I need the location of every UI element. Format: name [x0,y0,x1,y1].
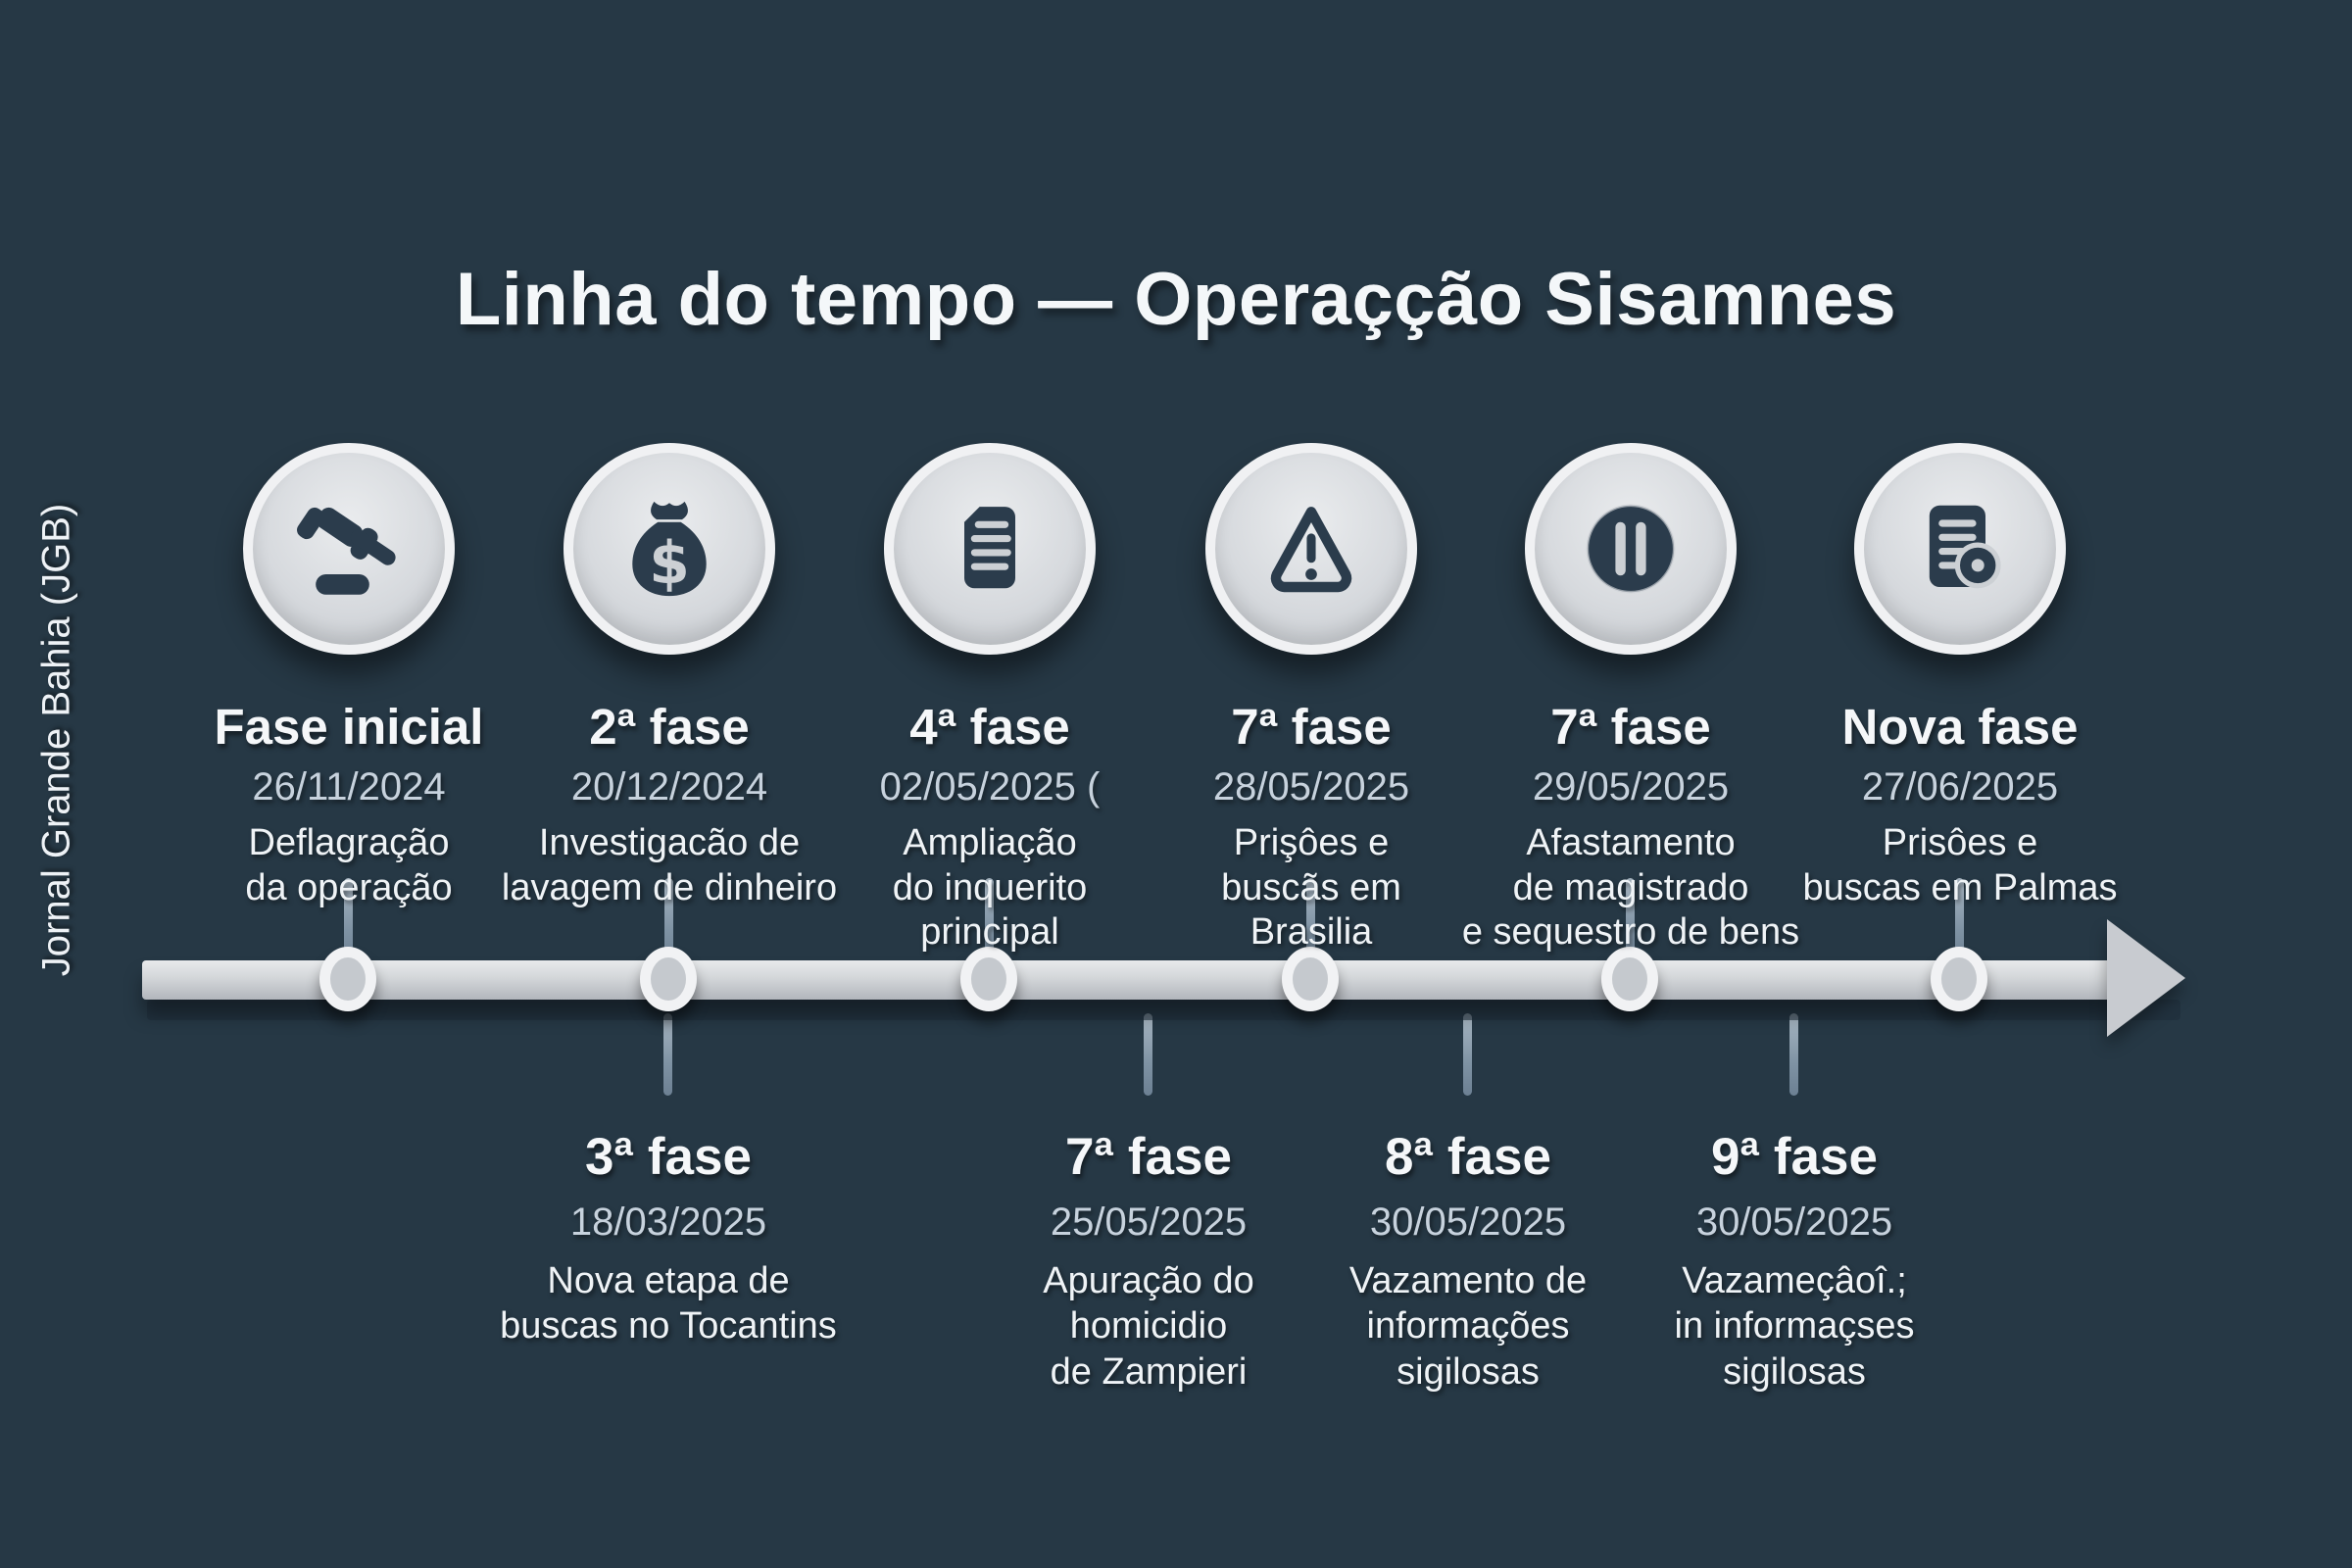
phase-title: 9ª fase [1711,1128,1878,1186]
timeline-node [319,947,376,1011]
connector-up [985,878,994,964]
document-icon [884,443,1096,655]
source-credit: Jornal Grande Bahia (JGB) [34,503,78,977]
connector-up [1306,878,1315,964]
connector-up [344,878,353,964]
warning-icon [1205,443,1417,655]
page-title: Linha do tempo — Operaçção Sisamnes [455,258,1897,341]
phase-title: 8ª fase [1385,1128,1551,1186]
phase-title: 7ª fase [1550,699,1711,755]
timeline-node [1282,947,1339,1011]
phase-item-bottom-1: 3ª fase 18/03/2025 Nova etapa de buscas … [453,1127,884,1349]
phase-description: Afastamento de magistrado e sequestro de… [1461,822,1800,954]
phase-item-top-6: Nova fase 27/06/2025 Prisôes e buscas em… [1764,443,2156,910]
phase-date: 20/12/2024 [570,765,768,808]
svg-text:$: $ [649,529,690,598]
phase-description: Prisôes e buscas em Palmas [1802,822,2118,908]
phase-title: 7ª fase [1231,699,1392,755]
connector-up [664,878,673,964]
pause-icon [1525,443,1737,655]
connector-down [1463,1013,1472,1096]
timeline-bar [142,960,2114,1000]
phase-item-top-4: 7ª fase 28/05/2025 Prişôes e buscãs em B… [1115,443,1507,956]
phase-title: 7ª fase [1065,1128,1232,1186]
phase-item-top-5: 7ª fase 29/05/2025 Afastamento de magist… [1435,443,1827,956]
money-bag-icon: $ [564,443,775,655]
timeline-node [1931,947,1987,1011]
phase-item-bottom-3: 8ª fase 30/05/2025 Vazamento de informaç… [1252,1127,1684,1395]
phase-title: 3ª fase [585,1128,752,1186]
gavel-icon [243,443,455,655]
phase-date: 29/05/2025 [1532,765,1730,808]
phase-date: 30/05/2025 [1695,1200,1893,1244]
connector-down [1144,1013,1152,1096]
phase-date: 02/05/2025 ( [879,765,1101,808]
phase-date: 28/05/2025 [1212,765,1410,808]
timeline-arrowhead-icon [2107,919,2185,1037]
phase-description: Prişôes e buscãs em Brasilia [1221,822,1401,954]
connector-down [663,1013,672,1096]
phase-description: Nova etapa de buscas no Tocantins [500,1260,837,1348]
connector-up [1955,878,1964,964]
phase-item-bottom-4: 9ª fase 30/05/2025 Vazameçâoî.; in infor… [1579,1127,2010,1395]
phase-title: 2ª fase [589,699,750,755]
connector-up [1626,878,1635,964]
phase-item-top-2: $ 2ª fase 20/12/2024 Investigacão de lav… [473,443,865,910]
phase-date: 18/03/2025 [569,1200,767,1244]
phase-item-bottom-2: 7ª fase 25/05/2025 Apuração do homicidio… [933,1127,1364,1395]
phase-date: 27/06/2025 [1861,765,2059,808]
phase-item-top-3: 4ª fase 02/05/2025 ( Ampliação do inquer… [794,443,1186,956]
phase-description: Investigacão de lavagem de dinheiro [501,822,838,908]
phase-title: Fase inicial [214,699,484,755]
phase-description: Ampliação do inquerito principal [892,822,1088,954]
phase-date: 25/05/2025 [1050,1200,1248,1244]
phase-description: Vazameçâoî.; in informaçses sigilosas [1674,1260,1915,1393]
phase-description: Vazamento de informações sigilosas [1348,1260,1588,1393]
phase-description: Deflagração da operação [245,822,453,908]
phase-item-top-1: Fase inicial 26/11/2024 Deflagração da o… [153,443,545,910]
phase-title: Nova fase [1841,699,2079,755]
timeline-node [1601,947,1658,1011]
phase-date: 26/11/2024 [252,765,446,808]
phase-description: Apuração do homicidio de Zampieri [1043,1260,1254,1393]
connector-down [1789,1013,1798,1096]
timeline-node [640,947,697,1011]
report-icon [1854,443,2066,655]
timeline-node [960,947,1017,1011]
phase-title: 4ª fase [909,699,1070,755]
timeline-bar-shadow [147,1000,2180,1020]
phase-date: 30/05/2025 [1369,1200,1567,1244]
